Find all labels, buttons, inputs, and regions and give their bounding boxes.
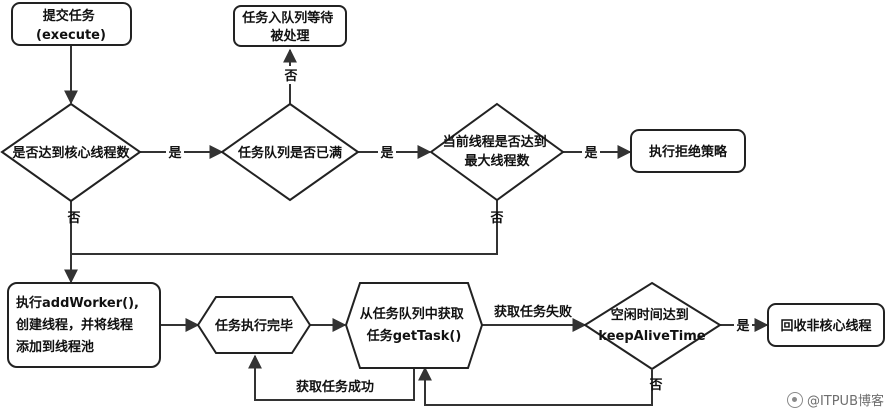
node-reject-line-1: 执行拒绝策略	[649, 144, 728, 160]
node-max-check-line-2: 最大线程数	[464, 153, 530, 169]
node-keepalive: 空闲时间达到 keepAliveTime	[583, 281, 722, 371]
label-queue-no: 否	[283, 69, 297, 84]
edge-labels: 否 是 是 是 否 否 获取任务失败 是 获取任务成功 否	[66, 66, 752, 395]
label-max-no: 否	[489, 211, 503, 226]
svg-text:执行addWorker(), 创建线程，并将线程: 执行addWorker(), 创建线程，并将线程 添加到线程池	[15, 295, 143, 355]
label-core-yes: 是	[167, 146, 182, 161]
watermark: @ITPUB博客	[786, 390, 884, 409]
label-get-fail: 获取任务失败	[494, 304, 572, 320]
node-recycle: 回收非核心线程	[767, 303, 885, 347]
edge-max-no	[71, 200, 498, 255]
node-enqueue-line-2: 被处理	[269, 28, 309, 44]
node-add-worker: 执行addWorker(), 创建线程，并将线程 添加到线程池	[7, 282, 161, 368]
node-core-check: 是否达到核心线程数	[0, 102, 142, 203]
svg-text:提交任务 (execute): 提交任务 (execute)	[36, 8, 106, 43]
label-keepalive-no: 否	[648, 378, 662, 393]
node-submit-line-2: (execute)	[36, 28, 106, 43]
svg-text:从任务队列中获取 任务getTask(): 从任务队列中获取 任务getTask()	[360, 306, 469, 344]
node-add-worker-line-2: 创建线程，并将线程	[15, 317, 133, 333]
node-max-check: 当前线程是否达到 最大线程数	[429, 102, 565, 202]
node-queue-full: 任务队列是否已满	[220, 102, 360, 202]
node-reject: 执行拒绝策略	[630, 129, 746, 173]
node-add-worker-line-3: 添加到线程池	[16, 339, 94, 355]
node-task-done-line-1: 任务执行完毕	[214, 318, 293, 334]
node-task-done: 任务执行完毕	[196, 296, 312, 354]
svg-text:当前线程是否达到 最大线程数: 当前线程是否达到 最大线程数	[443, 134, 552, 169]
svg-text:空闲时间达到 keepAliveTime: 空闲时间达到 keepAliveTime	[598, 307, 705, 344]
node-recycle-line-1: 回收非核心线程	[780, 318, 871, 334]
node-submit-line-1: 提交任务	[43, 8, 96, 24]
label-get-success: 获取任务成功	[296, 379, 374, 395]
node-keepalive-line-1: 空闲时间达到	[611, 307, 689, 323]
node-add-worker-line-1: 执行addWorker(),	[16, 295, 139, 311]
label-keepalive-yes: 是	[735, 319, 750, 334]
node-submit: 提交任务 (execute)	[11, 2, 132, 46]
svg-text:执行拒绝策略: 执行拒绝策略	[649, 144, 728, 160]
label-queue-yes: 是	[379, 146, 394, 161]
node-queue-full-line-1: 任务队列是否已满	[237, 145, 342, 161]
watermark-text: @ITPUB博客	[806, 394, 884, 409]
node-enqueue: 任务入队列等待 被处理	[233, 5, 347, 47]
svg-text:任务入队列等待 被处理: 任务入队列等待 被处理	[241, 10, 338, 44]
node-enqueue-line-1: 任务入队列等待	[241, 10, 333, 26]
svg-text:是否达到核心线程数: 是否达到核心线程数	[11, 145, 130, 161]
edge-success-loop	[248, 354, 415, 401]
label-max-yes: 是	[583, 146, 598, 161]
node-max-check-line-1: 当前线程是否达到	[443, 134, 547, 150]
edge-keepalive-no-loop	[418, 366, 653, 406]
itpub-logo-icon	[786, 391, 803, 408]
svg-text:任务执行完毕: 任务执行完毕	[214, 318, 293, 334]
svg-text:回收非核心线程: 回收非核心线程	[780, 318, 871, 334]
node-core-check-line-1: 是否达到核心线程数	[11, 145, 130, 161]
node-get-task-line-1: 从任务队列中获取	[360, 306, 465, 322]
node-keepalive-line-2: keepAliveTime	[598, 329, 705, 344]
label-core-no: 否	[66, 211, 80, 226]
svg-text:任务队列是否已满: 任务队列是否已满	[237, 145, 342, 161]
node-get-task: 从任务队列中获取 任务getTask()	[344, 282, 484, 369]
node-get-task-line-2: 任务getTask()	[366, 328, 462, 344]
